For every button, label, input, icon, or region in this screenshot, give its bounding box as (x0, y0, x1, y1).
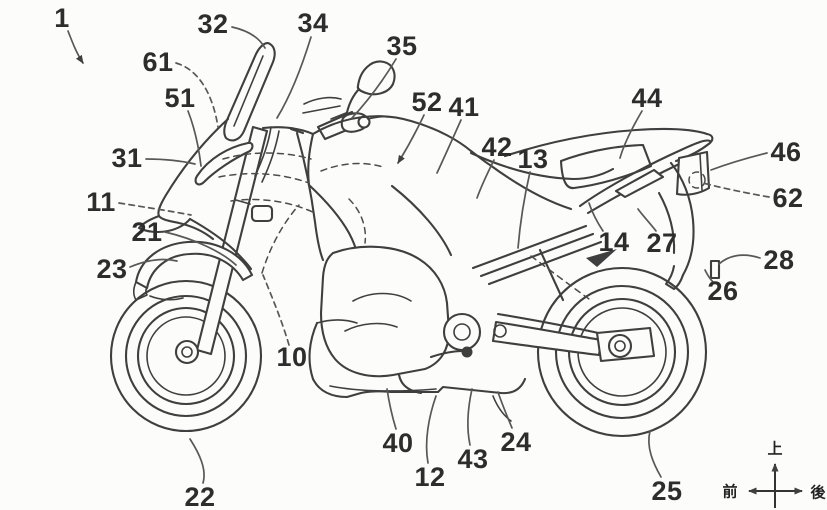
front-fairing (137, 117, 315, 271)
compass-front-label: 前 (722, 483, 737, 501)
hidden-lines (218, 152, 590, 300)
footrest-bracket (586, 249, 617, 267)
ref-label-23: 23 (96, 254, 127, 284)
leader-line-35 (351, 58, 397, 119)
leader-line-27 (637, 208, 657, 232)
ref-label-35: 35 (386, 31, 417, 61)
leader-line-13 (517, 171, 531, 249)
leader-line-12 (425, 395, 437, 464)
ref-label-34: 34 (297, 8, 328, 38)
rear-fender (657, 161, 721, 291)
ref-label-28: 28 (763, 245, 794, 275)
leader-line-1 (67, 30, 84, 64)
engine (319, 245, 507, 395)
leader-line-26 (704, 269, 714, 283)
ref-label-31: 31 (111, 143, 142, 173)
leader-line-23 (129, 258, 178, 268)
ref-label-1: 1 (54, 3, 70, 33)
leader-line-14 (588, 202, 604, 232)
front-wheel (109, 279, 263, 433)
leader-line-32 (231, 26, 266, 49)
leader-line-24 (497, 391, 513, 429)
leader-line-52 (397, 114, 425, 164)
ref-label-46: 46 (770, 137, 801, 167)
ref-label-44: 44 (631, 83, 662, 113)
ref-label-24: 24 (500, 427, 531, 457)
ref-label-10: 10 (276, 342, 307, 372)
rear-axle (607, 333, 633, 359)
ref-label-43: 43 (457, 444, 488, 474)
hidden-taillight (688, 171, 706, 189)
leader-lines (67, 26, 770, 484)
leader-line-41 (436, 119, 462, 174)
ref-label-51: 51 (164, 83, 195, 113)
leader-line-31 (145, 158, 196, 165)
leader-line-40 (386, 388, 397, 430)
ref-label-12: 12 (414, 462, 445, 492)
seat (469, 143, 653, 190)
leader-line-46 (710, 152, 768, 171)
ref-label-21: 21 (131, 217, 162, 247)
front-fork (174, 125, 269, 365)
rear-wheel (536, 266, 708, 438)
windscreen (223, 42, 276, 142)
subframe (471, 163, 617, 302)
ref-label-11: 11 (86, 187, 116, 217)
compass-up-label: 上 (767, 441, 782, 458)
clutch-cover (442, 312, 482, 352)
ref-label-40: 40 (382, 428, 413, 458)
front-fender (132, 240, 254, 301)
brake-pedal (429, 349, 465, 359)
leader-line-42 (476, 159, 495, 199)
ref-label-27: 27 (646, 228, 677, 258)
ref-label-14: 14 (598, 227, 629, 257)
ref-label-61: 61 (142, 47, 173, 77)
leader-line-22 (189, 438, 205, 484)
leader-line-25 (648, 430, 662, 478)
headlamp-slit (194, 141, 254, 186)
compass-rear-label: 後 (809, 484, 826, 502)
rear-reflector (709, 259, 721, 280)
leader-line-44 (619, 110, 643, 159)
leader-line-11 (118, 202, 192, 216)
orientation-compass: 上 前 後 (722, 441, 826, 508)
ref-label-62: 62 (772, 183, 803, 213)
front-axle (174, 339, 200, 365)
leader-line-62 (702, 182, 770, 198)
fairing-vent (250, 204, 274, 223)
swingarm (491, 312, 656, 363)
ref-label-32: 32 (197, 9, 228, 39)
leader-line-43 (466, 388, 473, 446)
ref-label-13: 13 (517, 144, 548, 174)
mirror (344, 60, 396, 119)
ref-label-25: 25 (651, 476, 682, 506)
ref-label-42: 42 (481, 132, 512, 162)
ref-label-41: 41 (448, 92, 479, 122)
leader-line-34 (276, 36, 312, 119)
ref-label-52: 52 (411, 87, 442, 117)
pedal-pivot-bolt (461, 346, 473, 358)
leader-line-61 (175, 62, 219, 128)
leader-line-51 (187, 110, 202, 167)
ref-label-26: 26 (707, 276, 738, 306)
leader-line-21 (164, 231, 237, 266)
ref-label-22: 22 (184, 482, 215, 510)
leader-line-28 (718, 254, 761, 265)
fuel-tank (307, 115, 492, 274)
leader-line-10 (262, 274, 290, 346)
